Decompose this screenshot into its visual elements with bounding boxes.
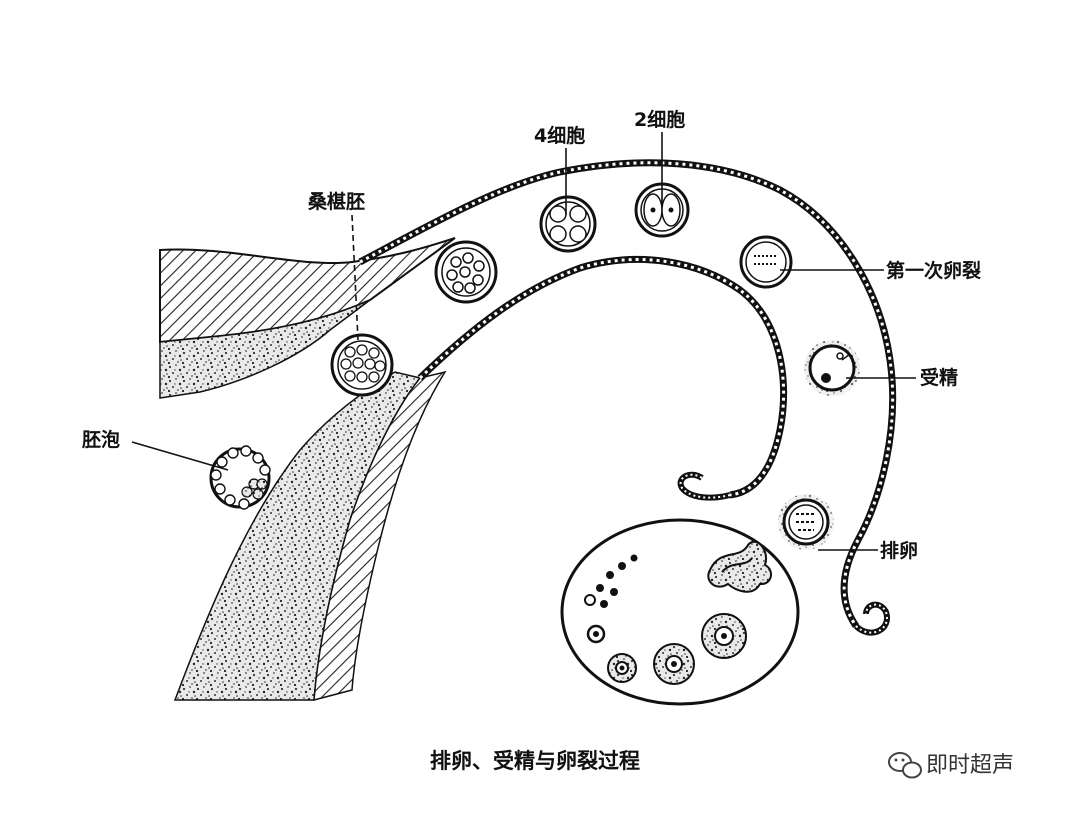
- label-ovulation: 排卵: [880, 539, 918, 562]
- leader-blastocyst: [131, 441, 229, 471]
- label-four-cell: 4细胞: [534, 124, 585, 147]
- label-fertilization: 受精: [920, 366, 958, 389]
- uterus-upper-wall: [159, 237, 456, 399]
- fimbria-curl-left: [677, 471, 731, 501]
- fimbria-curl-right: [853, 601, 890, 636]
- wechat-icon: [888, 752, 922, 779]
- blastocyst: [209, 445, 271, 510]
- watermark: 即时超声: [888, 752, 1014, 779]
- ovulated-oocyte: [778, 494, 834, 550]
- two-cell-embryo: [634, 182, 690, 238]
- leader-morula: [351, 214, 359, 341]
- morula: [330, 333, 394, 397]
- label-blastocyst: 胚泡: [81, 428, 120, 451]
- uterus-lower-wall: [173, 370, 447, 701]
- label-two-cell: 2细胞: [634, 108, 685, 131]
- fertilized-egg: [804, 340, 860, 396]
- label-first-cleavage: 第一次卵裂: [886, 259, 981, 282]
- first-cleavage-egg: [739, 235, 793, 289]
- label-morula: 桑椹胚: [308, 190, 365, 213]
- four-cell-embryo: [539, 195, 597, 253]
- figure-caption: 排卵、受精与卵裂过程: [430, 749, 640, 773]
- eight-cell-embryo: [434, 240, 498, 304]
- watermark-text: 即时超声: [926, 753, 1014, 778]
- ovary: [560, 518, 800, 706]
